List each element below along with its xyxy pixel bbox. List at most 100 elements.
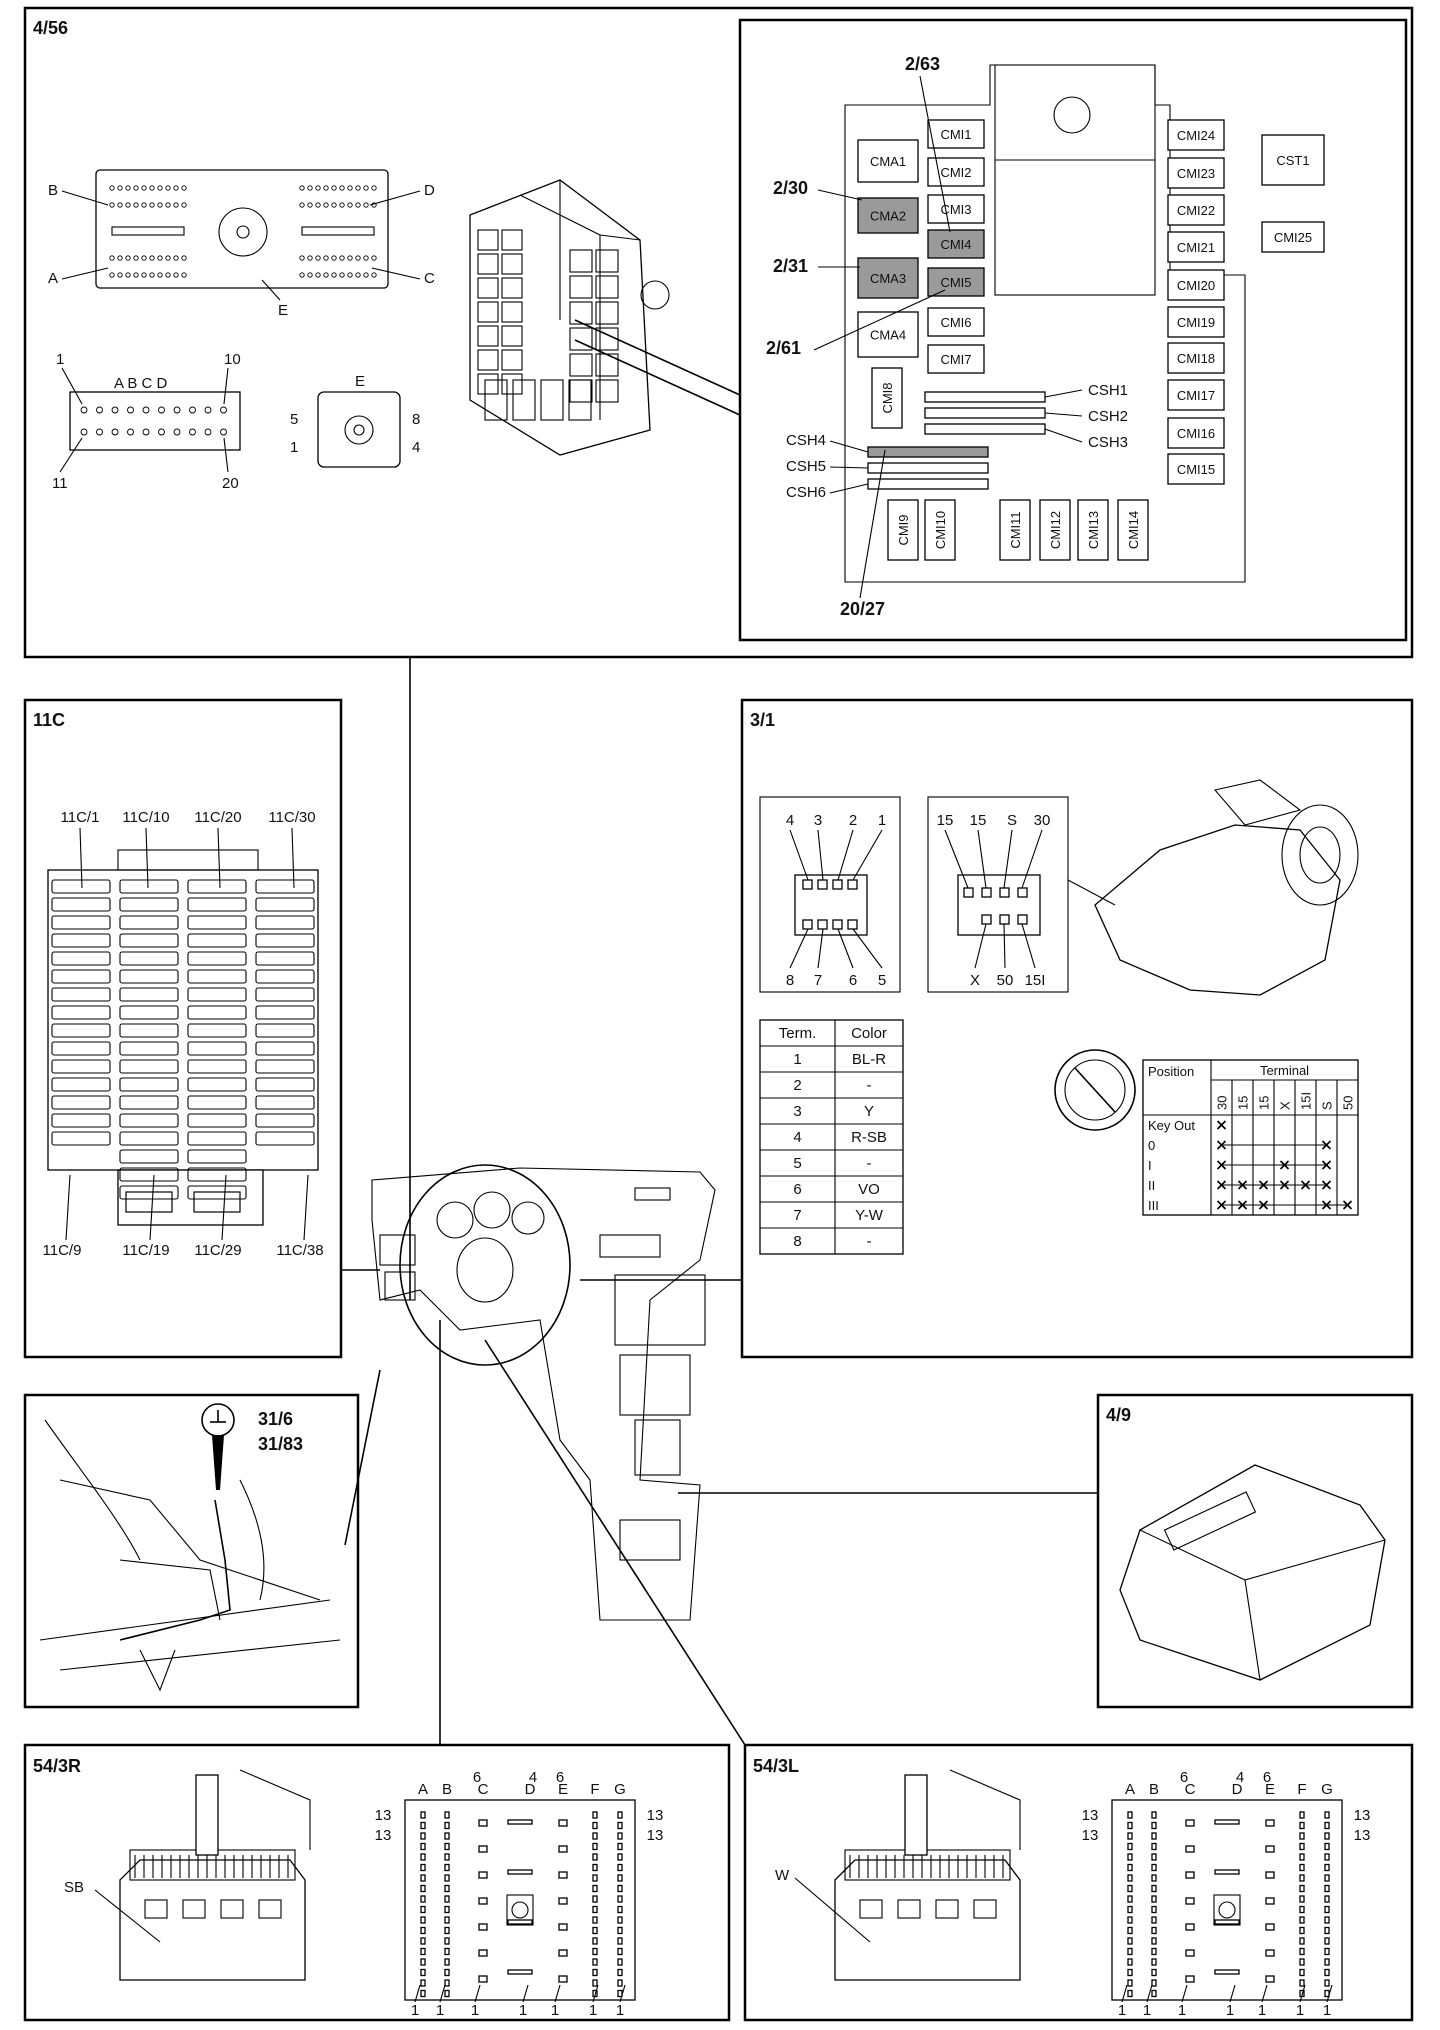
connector-pin-13-label: 13 <box>647 1807 664 1824</box>
connector-pin <box>323 272 329 278</box>
ign-a-top-label: 3 <box>814 812 822 829</box>
fuse-cell <box>119 897 179 912</box>
term-table-cell-term: 8 <box>793 1233 801 1250</box>
ign-a-pin <box>847 919 858 930</box>
connector-pin <box>80 406 88 414</box>
ign-a-leader <box>817 928 824 969</box>
connector-pin <box>315 272 321 278</box>
connector-face-pin <box>1151 1926 1157 1935</box>
cem-layout-outline <box>844 64 1246 583</box>
term-table-cell-color: BL-R <box>852 1051 886 1068</box>
connector-pin <box>125 255 131 261</box>
connector-face-pin <box>1299 1926 1305 1935</box>
fuse-cell <box>125 1191 173 1213</box>
callout-2-31: 2/31 <box>773 256 808 276</box>
conn-e-label: E <box>355 373 365 390</box>
connector-l-flap <box>949 1769 1021 1850</box>
connector-face-center <box>1213 1894 1241 1926</box>
fuse-cell <box>119 987 179 1002</box>
connector-pin <box>149 202 155 208</box>
connector-face-pin <box>1127 1937 1133 1945</box>
connector-face-pin <box>1299 1874 1305 1882</box>
connector-pin-1-leader <box>592 1984 599 2003</box>
connector-latch <box>144 1899 168 1919</box>
ign-a-leader <box>852 928 883 969</box>
connector-pin-6-label: 6 <box>473 1769 481 1786</box>
fuse-strip-csh5 <box>867 462 989 474</box>
fuse-cell <box>51 897 111 912</box>
fuse-cell <box>119 951 179 966</box>
connector-pin-1-label: 1 <box>519 2002 527 2019</box>
ignition-bracket <box>1213 779 1302 826</box>
connector-face-pin <box>1127 1905 1133 1914</box>
connector-face-pin <box>478 1819 488 1827</box>
fuse-cell <box>187 1059 247 1074</box>
leader-csh5 <box>829 466 869 469</box>
connector-pin <box>220 428 227 436</box>
connector-pin <box>331 185 337 191</box>
connector-col-label: F <box>1297 1781 1306 1798</box>
relay-cmi17-label: CMI17 <box>1177 388 1215 403</box>
connector-pin <box>117 185 123 191</box>
pos-table-mark <box>1279 1160 1290 1170</box>
pin-abcd-label: A B C D <box>114 375 168 392</box>
connector-face-pin <box>592 1811 598 1819</box>
connector-pin <box>133 202 139 208</box>
panel-49-label: 4/9 <box>1106 1405 1131 1425</box>
connector-pin <box>142 406 150 414</box>
connector-pin <box>173 406 181 414</box>
ign-a-pin <box>832 879 843 890</box>
connector-face-pin <box>1299 1958 1305 1966</box>
term-table-cell-color: Y <box>864 1103 874 1120</box>
connector-face-slot <box>507 1919 533 1925</box>
connector-pin-13-label: 13 <box>1354 1827 1371 1844</box>
module-49-body <box>1119 1464 1386 1681</box>
connector-pin-1-label: 1 <box>616 2002 624 2019</box>
connection-lines <box>340 657 1098 1746</box>
connector-face-pin <box>420 1821 426 1830</box>
steering-wheel <box>399 1164 571 1366</box>
ign-b-leader <box>1003 829 1013 889</box>
ign-b-top-label: S <box>1007 812 1017 829</box>
ignition-body <box>1094 824 1341 996</box>
cem-connector-center <box>218 207 268 257</box>
cem-block-cell <box>540 379 564 421</box>
ign-a-leader <box>817 829 824 881</box>
fuse-label-bottom: 11C/29 <box>194 1242 241 1259</box>
connector-face-pin <box>1299 1968 1305 1977</box>
fusebox-top-tab <box>117 849 259 871</box>
relay-cmi21 <box>1167 231 1225 263</box>
connector-pin-6-label: 6 <box>556 1769 564 1786</box>
conn-e-center <box>344 415 374 445</box>
cem-block-cell <box>477 301 499 323</box>
fuse-cell <box>255 987 315 1002</box>
connector-pin <box>331 202 337 208</box>
connector-face-pin <box>558 1923 568 1931</box>
gear-shifter <box>634 1419 681 1476</box>
relay-cmi8-label: CMI8 <box>880 382 895 413</box>
cem-block-cell <box>477 349 499 371</box>
pos-table-mark <box>1216 1200 1227 1210</box>
connector-face-pin <box>444 1926 450 1935</box>
connector-pin <box>96 406 103 414</box>
connector-pin <box>111 406 119 414</box>
relay-cmi7 <box>927 344 985 374</box>
ign-a-pin <box>832 919 843 930</box>
panel-316-label: 31/6 <box>258 1409 293 1429</box>
pos-table-frame <box>1142 1059 1359 1216</box>
connector-pin <box>96 428 103 436</box>
term-table-cell-term: 2 <box>793 1077 801 1094</box>
connector-pin-4-label: 4 <box>1236 1769 1244 1786</box>
relay-cma1-label: CMA1 <box>870 154 906 169</box>
panel-11c-frame <box>23 698 343 1359</box>
leader-csh3 <box>1044 428 1083 443</box>
relay-cmi23 <box>1167 157 1225 189</box>
connector-face-pin <box>478 1949 488 1957</box>
pos-table-mark <box>1216 1180 1227 1190</box>
connector-face-pin <box>592 1958 598 1966</box>
cem-3d-illustration <box>469 179 741 456</box>
connector-pin <box>307 185 313 191</box>
cem-block-cell <box>501 229 523 251</box>
